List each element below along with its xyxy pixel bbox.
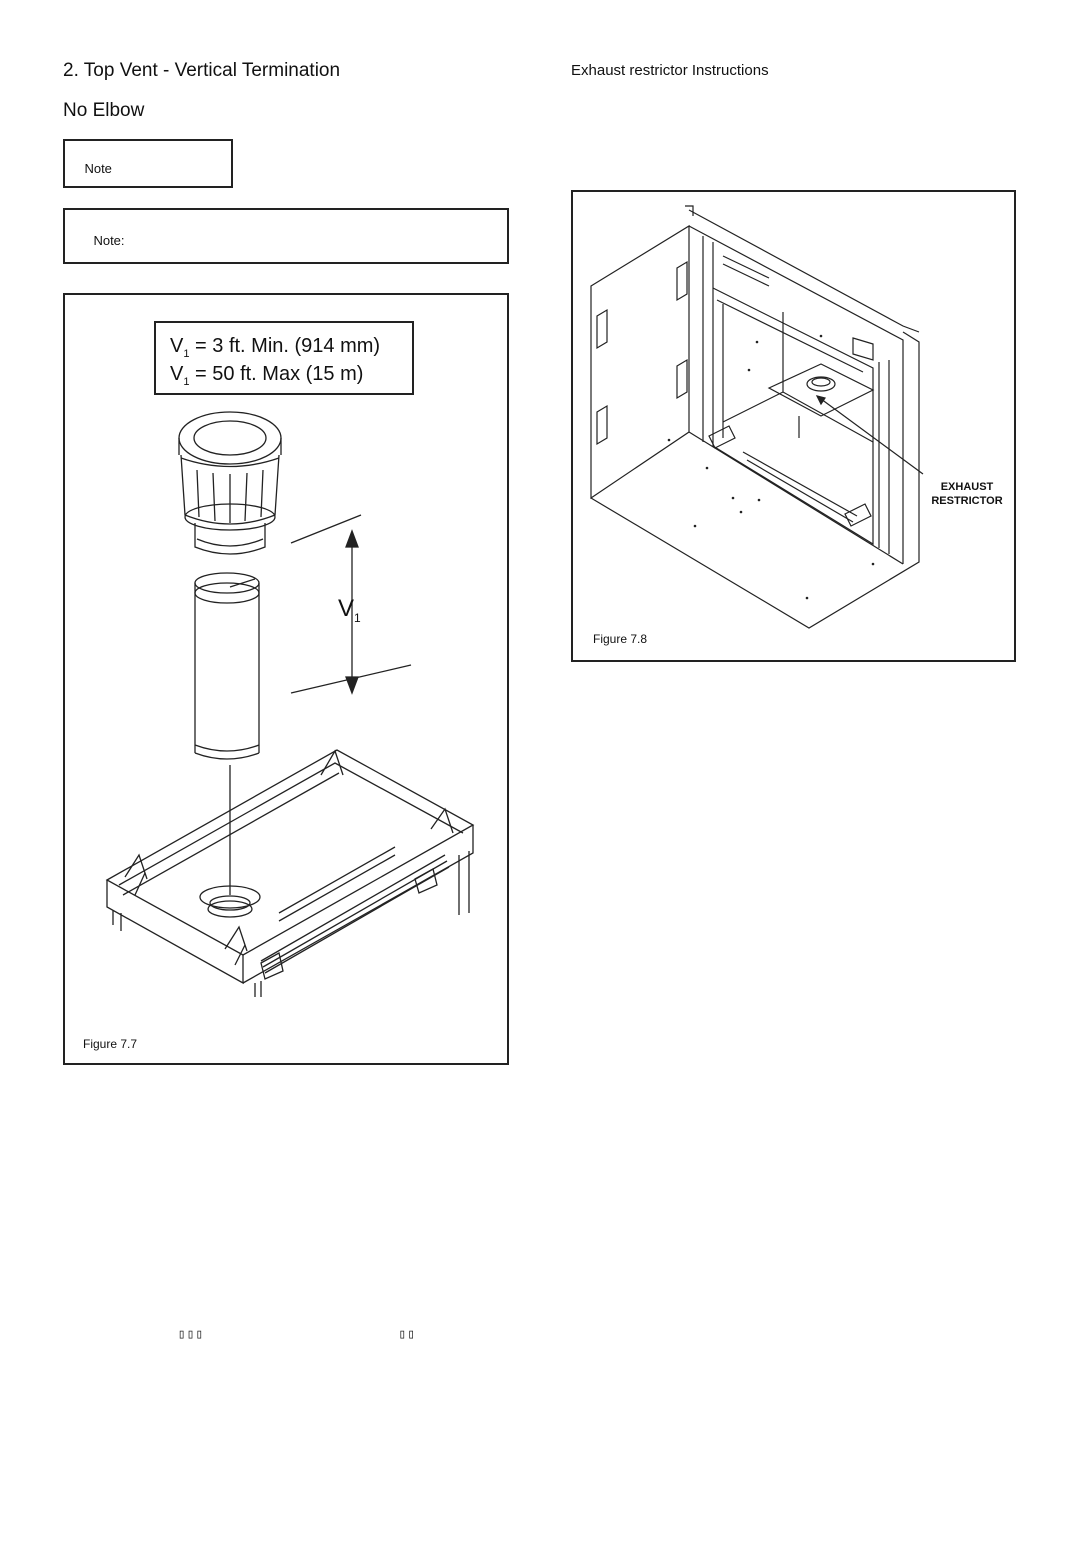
vertical-vent-illustration [105, 411, 475, 997]
note2-label: Note: [93, 233, 125, 248]
body-line: ▯▯▯ ▯▯ [63, 1327, 461, 1342]
note-box-2: Note: [63, 208, 509, 264]
body-line [63, 1198, 513, 1219]
figure-7-8-caption: Figure 7.8 [593, 632, 648, 646]
fireplace-restrictor-illustration [590, 205, 924, 629]
exhaust-restrictor-callout: EXHAUST RESTRICTOR [931, 481, 1003, 507]
body-line [63, 1135, 513, 1156]
exhaust-restrictor-title: Exhaust restrictor Instructions [571, 62, 769, 79]
footer-text [370, 1350, 650, 1364]
spec-max: V1 = 50 ft. Max (15 m) [170, 363, 364, 388]
figure-7-7-caption: Figure 7.7 [83, 1037, 138, 1051]
section-title: 2. Top Vent - Vertical Termination [63, 60, 341, 81]
note2-line2 [79, 238, 432, 253]
body-line [63, 1450, 513, 1471]
body-line [571, 132, 1004, 153]
left-body-text: ▯▯▯ ▯▯ [63, 1093, 513, 1555]
figure-7-7: V1 = 3 ft. Min. (914 mm) V1 = 50 ft. Max… [63, 293, 509, 1065]
vent-spec-box: V1 = 3 ft. Min. (914 mm) V1 = 50 ft. Max… [154, 321, 414, 395]
spec-min: V1 = 3 ft. Min. (914 mm) [170, 335, 381, 360]
subsection-title: No Elbow [63, 100, 145, 121]
body-line [63, 1513, 513, 1534]
figure-7-8: EXHAUST RESTRICTOR Figure 7.8 [571, 190, 1016, 662]
note1-label: Note [84, 161, 112, 176]
body-line [63, 1261, 513, 1282]
dimension-v1-label: V1 [338, 595, 361, 625]
note-box-1: Note [63, 139, 233, 188]
page-number [1058, 1350, 1066, 1364]
note1-line2 [70, 165, 176, 180]
body-line [63, 1387, 513, 1408]
